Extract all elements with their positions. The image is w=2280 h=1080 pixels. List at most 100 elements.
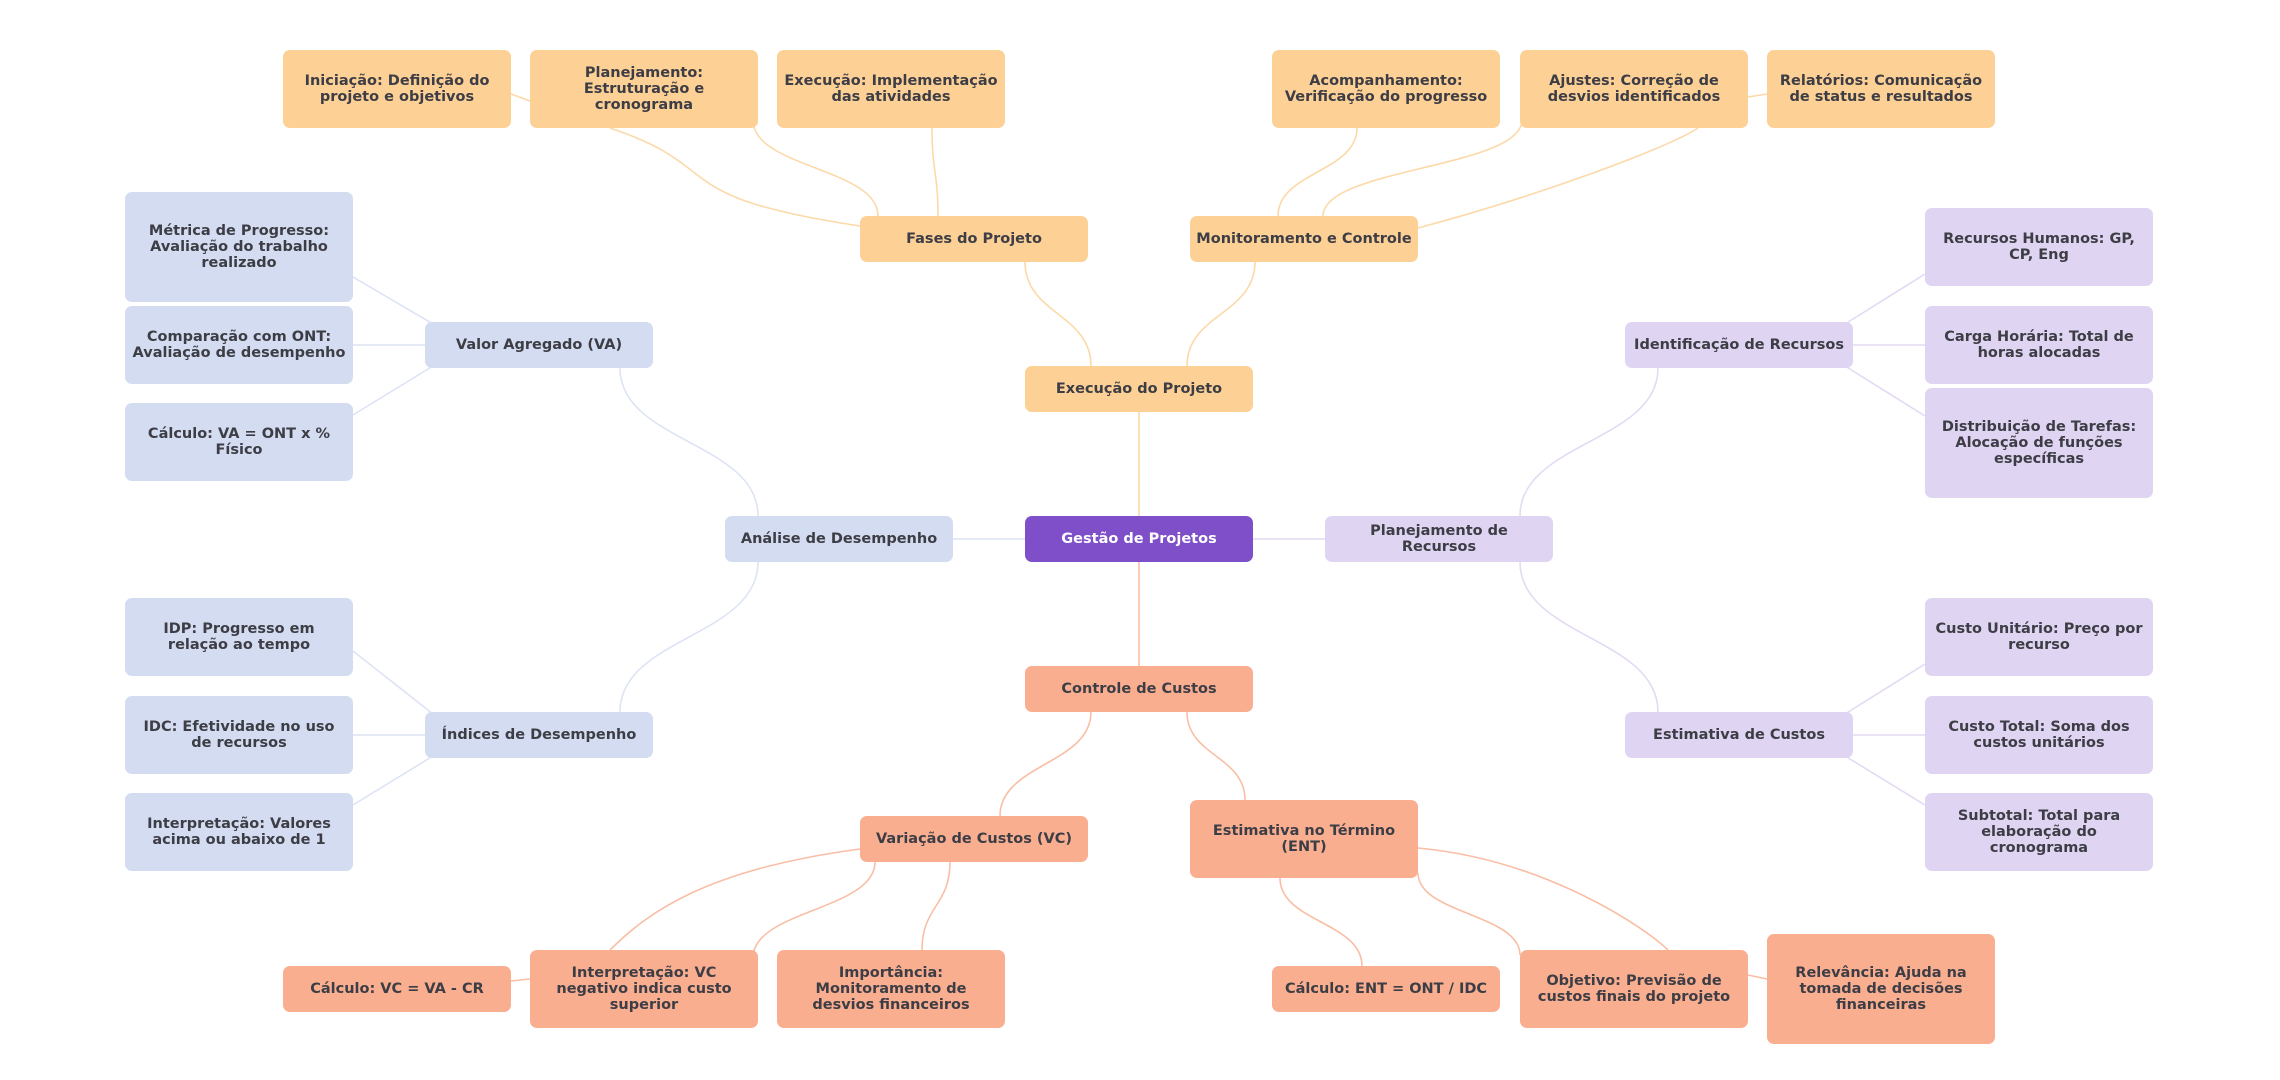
- node-analise-de-desempenho[interactable]: Análise de Desempenho: [725, 516, 953, 562]
- leaf-node-custo-unitario[interactable]: Custo Unitário: Preço por recurso: [1925, 598, 2153, 676]
- connector-variacao-interpretacao: [752, 861, 876, 959]
- leaf-node-objetivo[interactable]: Objetivo: Previsão de custos finais do p…: [1520, 950, 1748, 1028]
- leaf-node-distribuicao-de-tarefas[interactable]: Distribuição de Tarefas: Alocação de fun…: [1925, 388, 2153, 498]
- root-node-gestao-de-projetos[interactable]: Gestão de Projetos: [1025, 516, 1253, 562]
- node-estimativa-no-termino[interactable]: Estimativa no Término (ENT): [1190, 800, 1418, 878]
- node-label: Interpretação: Valores acima ou abaixo d…: [147, 816, 331, 848]
- connector-iniciacao-planejamento: [510, 93, 531, 102]
- connector-variacao-calculo: [609, 848, 861, 951]
- node-identificacao-de-recursos[interactable]: Identificação de Recursos: [1625, 322, 1853, 368]
- node-controle-de-custos[interactable]: Controle de Custos: [1025, 666, 1253, 712]
- connector-estimativa-leaf: [1844, 755, 1926, 806]
- leaf-node-execucao[interactable]: Execução: Implementação das atividades: [777, 50, 1005, 128]
- node-label: Custo Unitário: Preço por recurso: [1935, 621, 2143, 653]
- connector-fases-execucao: [931, 127, 939, 217]
- connector-controle-variacao: [999, 711, 1092, 817]
- leaf-node-interpretacao-vc[interactable]: Interpretação: VC negativo indica custo …: [530, 950, 758, 1028]
- leaf-node-idc[interactable]: IDC: Efetividade no uso de recursos: [125, 696, 353, 774]
- node-label: Planejamento de Recursos: [1370, 523, 1508, 555]
- connector-execucao-monitoramento: [1186, 261, 1256, 367]
- node-planejamento-de-recursos[interactable]: Planejamento de Recursos: [1325, 516, 1553, 562]
- node-label: Cálculo: VC = VA - CR: [310, 981, 484, 997]
- leaf-node-custo-total[interactable]: Custo Total: Soma dos custos unitários: [1925, 696, 2153, 774]
- node-label: Interpretação: VC negativo indica custo …: [556, 965, 732, 1013]
- node-label: Fases do Projeto: [906, 231, 1042, 247]
- node-label: Identificação de Recursos: [1634, 337, 1844, 353]
- node-label: Iniciação: Definição do projeto e objeti…: [304, 73, 490, 105]
- connector-monitoramento-ajustes: [1322, 119, 1523, 217]
- leaf-node-calculo-va[interactable]: Cálculo: VA = ONT x % Físico: [125, 403, 353, 481]
- connector-analise-indices: [619, 561, 759, 713]
- node-label: Métrica de Progresso: Avaliação do traba…: [148, 223, 330, 271]
- node-fases-do-projeto[interactable]: Fases do Projeto: [860, 216, 1088, 262]
- node-label: Importância: Monitoramento de desvios fi…: [812, 965, 970, 1013]
- leaf-node-importancia[interactable]: Importância: Monitoramento de desvios fi…: [777, 950, 1005, 1028]
- node-label: Índices de Desempenho: [441, 727, 637, 743]
- node-label: Análise de Desempenho: [740, 531, 938, 547]
- node-label: Cálculo: VA = ONT x % Físico: [147, 426, 331, 458]
- node-label: Cálculo: ENT = ONT / IDC: [1284, 981, 1488, 997]
- leaf-node-planejamento[interactable]: Planejamento: Estruturação e cronograma: [530, 50, 758, 128]
- node-label: Estimativa no Término (ENT): [1212, 823, 1396, 855]
- node-label: Custo Total: Soma dos custos unitários: [1948, 719, 2130, 751]
- connector-valor-agregado-leaf: [352, 365, 434, 416]
- connector-planejamento-estimativa: [1519, 561, 1659, 713]
- connector-fases-planejamento: [752, 119, 879, 217]
- node-label: IDC: Efetividade no uso de recursos: [143, 719, 335, 751]
- node-label: Estimativa de Custos: [1653, 727, 1825, 743]
- node-label: Subtotal: Total para elaboração do crono…: [1957, 808, 2121, 856]
- node-label: Execução do Projeto: [1055, 381, 1223, 397]
- leaf-node-acompanhamento[interactable]: Acompanhamento: Verificação do progresso: [1272, 50, 1500, 128]
- leaf-node-metrica-de-progresso[interactable]: Métrica de Progresso: Avaliação do traba…: [125, 192, 353, 302]
- node-label: Recursos Humanos: GP, CP, Eng: [1943, 231, 2135, 263]
- connector-calculo-interpretacao: [510, 978, 531, 982]
- node-label: Gestão de Projetos: [1061, 531, 1217, 547]
- node-valor-agregado[interactable]: Valor Agregado (VA): [425, 322, 653, 368]
- leaf-node-recursos-humanos[interactable]: Recursos Humanos: GP, CP, Eng: [1925, 208, 2153, 286]
- node-label: Execução: Implementação das atividades: [784, 73, 998, 105]
- node-label: Objetivo: Previsão de custos finais do p…: [1537, 973, 1731, 1005]
- leaf-node-carga-horaria[interactable]: Carga Horária: Total de horas alocadas: [1925, 306, 2153, 384]
- leaf-node-ajustes[interactable]: Ajustes: Correção de desvios identificad…: [1520, 50, 1748, 128]
- node-label: Monitoramento e Controle: [1196, 231, 1412, 247]
- connector-indices-leaf: [352, 650, 434, 715]
- node-monitoramento-e-controle[interactable]: Monitoramento e Controle: [1190, 216, 1418, 262]
- leaf-node-subtotal[interactable]: Subtotal: Total para elaboração do crono…: [1925, 793, 2153, 871]
- connector-execucao-fases: [1024, 261, 1092, 367]
- node-label: IDP: Progresso em relação ao tempo: [163, 621, 315, 653]
- node-label: Valor Agregado (VA): [455, 337, 623, 353]
- connector-identificacao-leaf: [1844, 273, 1926, 325]
- node-label: Acompanhamento: Verificação do progresso: [1284, 73, 1488, 105]
- node-label: Planejamento: Estruturação e cronograma: [583, 65, 705, 113]
- connector-planejamento-identificacao: [1519, 367, 1659, 517]
- node-label: Distribuição de Tarefas: Alocação de fun…: [1941, 419, 2137, 467]
- node-estimativa-de-custos[interactable]: Estimativa de Custos: [1625, 712, 1853, 758]
- connector-monitoramento-relatorios: [1417, 127, 1699, 229]
- node-label: Comparação com ONT: Avaliação de desempe…: [132, 329, 346, 361]
- node-label: Carga Horária: Total de horas alocadas: [1944, 329, 2134, 361]
- connector-valor-agregado-leaf: [352, 276, 434, 325]
- connector-ent-objetivo: [1417, 872, 1521, 956]
- connector-ent-calculo: [1279, 877, 1363, 967]
- node-indices-de-desempenho[interactable]: Índices de Desempenho: [425, 712, 653, 758]
- connector-ajustes-relatorios: [1747, 93, 1768, 98]
- leaf-node-relatorios[interactable]: Relatórios: Comunicação de status e resu…: [1767, 50, 1995, 128]
- leaf-node-iniciacao[interactable]: Iniciação: Definição do projeto e objeti…: [283, 50, 511, 128]
- node-label: Ajustes: Correção de desvios identificad…: [1547, 73, 1721, 105]
- leaf-node-calculo-ent[interactable]: Cálculo: ENT = ONT / IDC: [1272, 966, 1500, 1012]
- node-execucao-do-projeto[interactable]: Execução do Projeto: [1025, 366, 1253, 412]
- connector-objetivo-relevancia: [1747, 974, 1768, 980]
- connector-monitoramento-acompanhamento: [1277, 127, 1358, 217]
- leaf-node-interpretacao-indices[interactable]: Interpretação: Valores acima ou abaixo d…: [125, 793, 353, 871]
- leaf-node-relevancia[interactable]: Relevância: Ajuda na tomada de decisões …: [1767, 934, 1995, 1044]
- node-label: Relevância: Ajuda na tomada de decisões …: [1795, 965, 1967, 1013]
- leaf-node-calculo-vc[interactable]: Cálculo: VC = VA - CR: [283, 966, 511, 1012]
- leaf-node-idp[interactable]: IDP: Progresso em relação ao tempo: [125, 598, 353, 676]
- connector-analise-valor-agregado: [619, 367, 759, 517]
- connector-identificacao-leaf: [1844, 365, 1926, 417]
- connector-variacao-importancia: [921, 861, 951, 951]
- connector-ent-relevancia: [1417, 847, 1669, 951]
- node-variacao-de-custos[interactable]: Variação de Custos (VC): [860, 816, 1088, 862]
- leaf-node-comparacao-com-ont[interactable]: Comparação com ONT: Avaliação de desempe…: [125, 306, 353, 384]
